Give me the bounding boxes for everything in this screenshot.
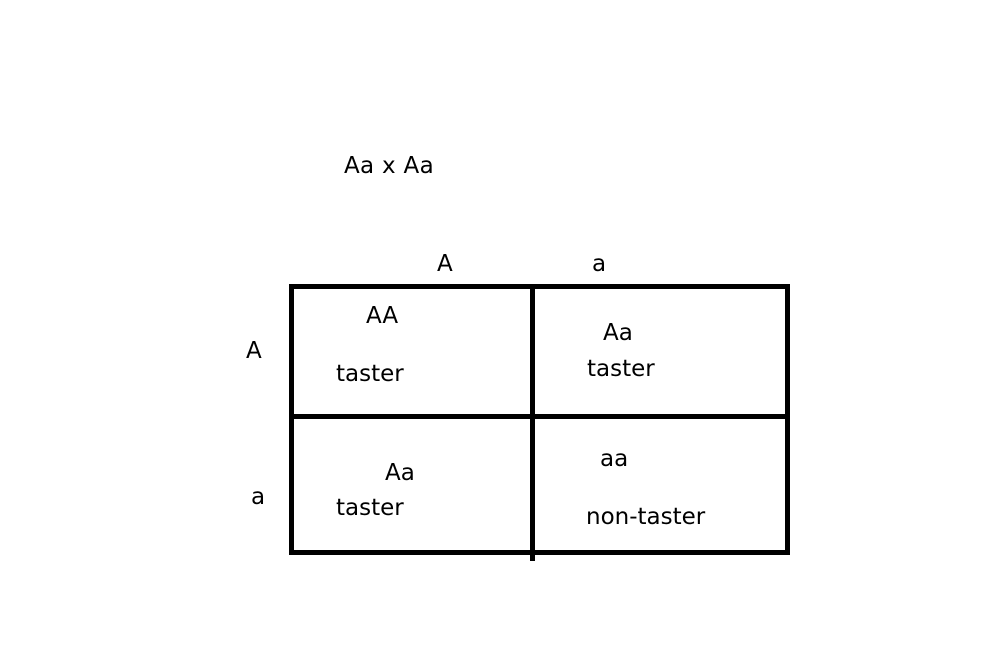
column-header-allele-A: A	[437, 251, 453, 277]
cell-bottom-right-phenotype: non-taster	[586, 504, 706, 530]
cell-top-right-genotype: Aa	[603, 320, 633, 346]
grid-horizontal-divider	[289, 414, 790, 419]
column-header-allele-a: a	[592, 251, 607, 277]
row-header-allele-A: A	[246, 338, 262, 364]
cell-bottom-left-genotype: Aa	[385, 460, 415, 486]
cell-bottom-left-phenotype: taster	[336, 495, 404, 521]
cross-title: Aa x Aa	[344, 153, 434, 179]
grid-frame	[289, 284, 790, 555]
cell-top-right-phenotype: taster	[587, 356, 655, 382]
cell-bottom-right-genotype: aa	[600, 446, 629, 472]
cell-top-left-genotype: AA	[366, 303, 399, 329]
cell-top-left-phenotype: taster	[336, 361, 404, 387]
row-header-allele-a: a	[251, 484, 266, 510]
grid-vertical-divider	[530, 284, 535, 561]
